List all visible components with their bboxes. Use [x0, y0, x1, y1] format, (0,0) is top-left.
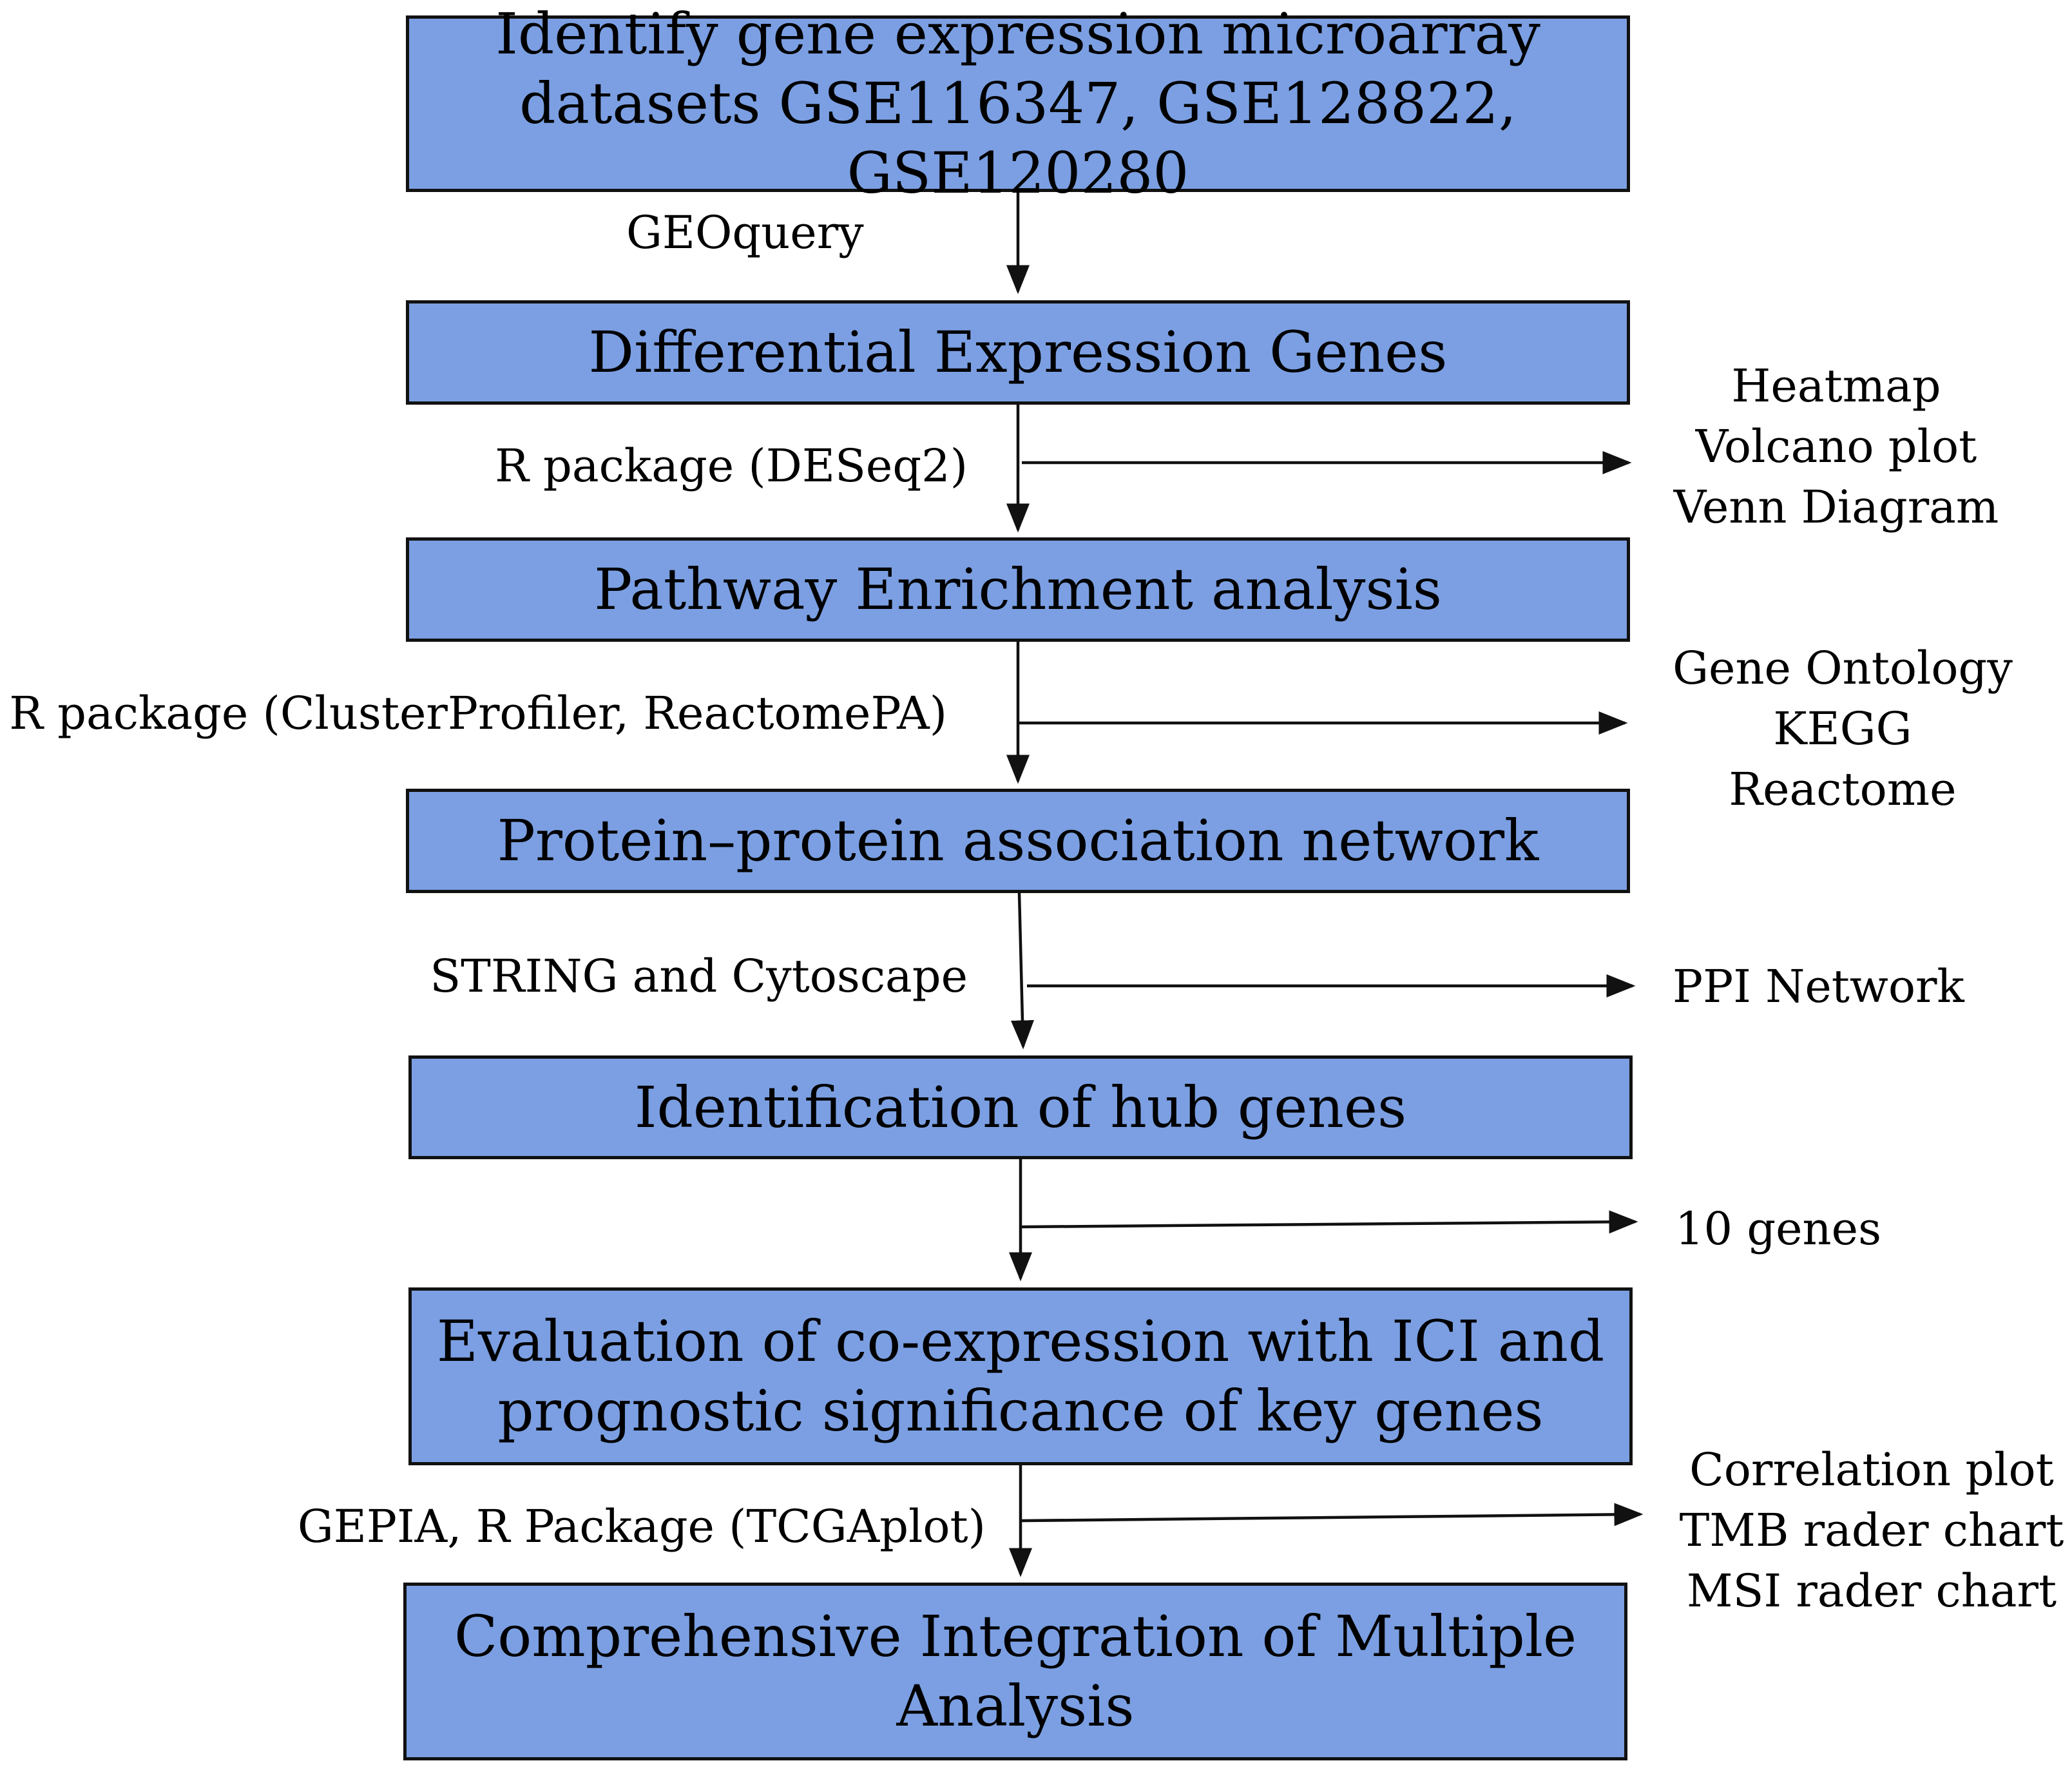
output-item: 10 genes: [1675, 1202, 1881, 1255]
step-hub-genes: Identification of hub genes: [408, 1055, 1633, 1159]
output-item: Venn Diagram: [1673, 481, 1999, 534]
method-label-deseq2: R package (DESeq2): [495, 439, 968, 492]
method-label-clusterprofiler: R package (ClusterProfiler, ReactomePA): [9, 687, 947, 740]
output-list-hub: 10 genes: [1675, 1199, 1881, 1259]
step-text-line: Pathway Enrichment analysis: [594, 556, 1442, 622]
side-arrow-hub: [1020, 1210, 1638, 1234]
step-text-line: Identification of hub genes: [634, 1074, 1407, 1141]
step-ppi-network: Protein–protein association network: [406, 789, 1630, 893]
output-list-coexp: Correlation plot TMB rader chart MSI rad…: [1675, 1440, 2068, 1621]
output-item: Reactome: [1729, 763, 1957, 816]
step-text-line: Evaluation of co-expression with ICI and: [436, 1308, 1605, 1374]
step-comprehensive-integration: Comprehensive Integration of Multiple An…: [403, 1583, 1627, 1760]
output-item: Volcano plot: [1695, 420, 1977, 473]
side-arrow-coexp: [1021, 1503, 1644, 1526]
step-text-line: Comprehensive Integration of Multiple: [454, 1603, 1577, 1670]
method-label-geoquery: GEOquery: [626, 206, 864, 259]
output-list-deg: Heatmap Volcano plot Venn Diagram: [1649, 356, 2023, 537]
output-list-pathway: Gene Ontology KEGG Reactome: [1636, 638, 2049, 820]
output-item: Heatmap: [1731, 360, 1941, 412]
flow-arrow-4: [1010, 892, 1034, 1050]
step-text-line: Protein–protein association network: [497, 807, 1539, 874]
output-list-ppi: PPI Network: [1673, 956, 1964, 1017]
step-pathway-enrichment: Pathway Enrichment analysis: [406, 537, 1630, 642]
output-item: MSI rader chart: [1686, 1565, 2057, 1617]
output-item: TMB rader chart: [1679, 1504, 2064, 1557]
step-differential-expression: Differential Expression Genes: [406, 300, 1630, 405]
step-text-line: prognostic significance of key genes: [497, 1378, 1544, 1444]
step-text-line: datasets GSE116347, GSE128822, GSE120280: [519, 70, 1517, 206]
output-item: KEGG: [1773, 702, 1912, 755]
step-text-line: Analysis: [896, 1673, 1135, 1739]
method-label-gepia-tcgaplot: GEPIA, R Package (TCGAplot): [297, 1500, 986, 1553]
output-item: PPI Network: [1673, 960, 1964, 1013]
output-item: Correlation plot: [1689, 1443, 2054, 1496]
step-text-line: Differential Expression Genes: [588, 319, 1448, 385]
step-text-line: Identify gene expression microarray: [495, 1, 1540, 67]
step-coexpression-evaluation: Evaluation of co-expression with ICI and…: [408, 1287, 1633, 1465]
output-item: Gene Ontology: [1673, 642, 2013, 695]
step-identify-datasets: Identify gene expression microarray data…: [406, 1, 1630, 206]
method-label-string-cytoscape: STRING and Cytoscape: [430, 950, 968, 1003]
